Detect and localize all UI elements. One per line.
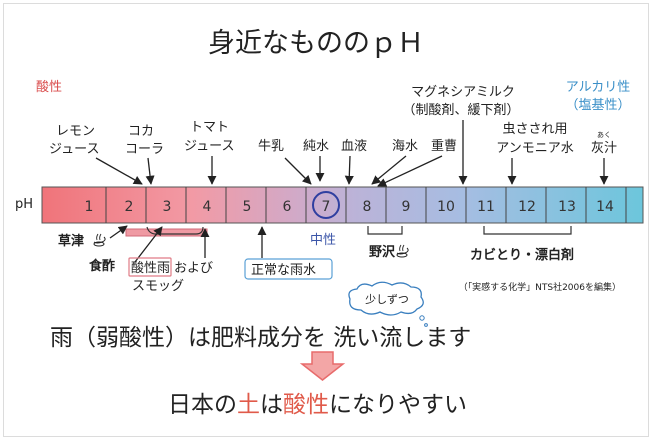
- scale-number: 7: [322, 199, 331, 215]
- arrow-lemon: [95, 157, 143, 185]
- scale-number: 10: [437, 199, 455, 215]
- scale-number: 11: [477, 199, 495, 215]
- arrow-blood: [344, 155, 354, 185]
- item-cola-label-2: コーラ: [125, 142, 164, 157]
- item-pure-water-label: 純水: [303, 139, 329, 154]
- arrow-kusatsu: [109, 225, 128, 239]
- alkaline-sub-label: （塩基性）: [565, 98, 630, 113]
- scale-ticks: [105, 187, 627, 223]
- item-tomato-label-2: ジュース: [184, 139, 234, 154]
- mold-remover-bracket: [483, 226, 572, 235]
- slide-frame: [3, 3, 649, 437]
- item-tomato-label-1: トマト: [190, 120, 229, 135]
- acid-rain-range-bar: [125, 228, 208, 237]
- arrow-vinegar: [134, 226, 163, 263]
- scale-number: 14: [596, 199, 614, 215]
- nozawa-bracket: [367, 226, 403, 235]
- page-title: 身近なもののｐＨ: [208, 28, 424, 59]
- scale-number: 12: [518, 199, 536, 215]
- item-blood-label: 血液: [341, 139, 367, 154]
- ph-scale-bar: [41, 186, 644, 224]
- cloud-text: 少しずつ: [365, 293, 409, 306]
- scale-number: 8: [363, 199, 372, 215]
- scale-number: 2: [125, 199, 134, 215]
- neutral-circle: [312, 191, 340, 219]
- item-baking-soda-label: 重曹: [431, 138, 457, 154]
- scale-number: 5: [243, 199, 252, 215]
- down-arrow-icon: [299, 351, 346, 381]
- item-ammonia-label-1: 虫さされ用: [502, 122, 567, 137]
- upper-arrows: [95, 120, 609, 187]
- statement-soil-highlight-soil: 土: [237, 392, 260, 418]
- scale-number: 1: [85, 199, 94, 215]
- item-magnesia-label-2: （制酸剤、緩下剤）: [402, 102, 519, 118]
- normal-rain-label-box: [244, 258, 333, 280]
- scale-number: 9: [402, 199, 411, 215]
- scale-number: 3: [163, 199, 172, 215]
- item-vinegar-label: 食酢: [89, 258, 115, 274]
- arrow-cola: [145, 157, 155, 185]
- source-note: （「実感する化学」NTS社2006を編集）: [459, 281, 621, 293]
- item-lemon-label-2: ジュース: [49, 142, 99, 157]
- scale-number: 13: [558, 199, 576, 215]
- item-lye-ruby: あく: [597, 131, 611, 139]
- cloud-tail-small: [424, 323, 428, 327]
- scale-number: 6: [283, 199, 292, 215]
- item-magnesia-label-1: マグネシアミルク: [411, 85, 515, 100]
- arrow-seawater: [371, 155, 407, 185]
- neutral-label: 中性: [310, 233, 336, 248]
- item-cola-label-1: コカ: [128, 124, 154, 139]
- item-lye-label: 灰汁: [591, 141, 617, 156]
- statement-soil-highlight-acidic: 酸性: [283, 392, 329, 418]
- item-acid-rain-label-rest: および: [174, 261, 213, 276]
- item-kusatsu-label: 草津: [58, 233, 84, 249]
- item-lemon-label-1: レモン: [56, 124, 95, 139]
- scale-number: 4: [203, 199, 212, 215]
- item-ammonia-label-2: アンモニア水: [496, 141, 573, 156]
- item-acid-rain-label: 酸性雨: [131, 261, 170, 276]
- acidic-label: 酸性: [36, 80, 62, 95]
- item-normal-rain-label: 正常な雨水: [251, 263, 316, 278]
- statement-soil: 日本の土は酸性になりやすい: [168, 392, 467, 418]
- item-smog-label: スモッグ: [132, 279, 184, 294]
- ph-axis-label: pH: [15, 197, 33, 212]
- item-milk-label: 牛乳: [258, 139, 284, 154]
- item-nozawa-label: 野沢: [369, 244, 396, 260]
- arrow-milk: [284, 157, 312, 185]
- onsen-icon: [93, 233, 106, 247]
- statement-rain: 雨（弱酸性）は肥料成分を 洗い流します: [50, 325, 471, 351]
- alkaline-label: アルカリ性: [566, 80, 630, 95]
- statement-soil-part: 日本の: [168, 392, 237, 418]
- onsen-icon: [396, 244, 409, 258]
- cloud-shape: [348, 281, 424, 316]
- item-seawater-label: 海水: [392, 139, 418, 154]
- scale-numbers: 1 2 3 4 5 6 7 8 9 10 11 12 13 14: [85, 199, 614, 215]
- statement-soil-part: は: [260, 392, 283, 418]
- acid-rain-label-box: [128, 257, 172, 277]
- statement-soil-part: になりやすい: [329, 392, 467, 418]
- item-mold-remover-label: カビとり・漂白剤: [470, 247, 574, 263]
- arrow-baking-soda: [377, 155, 443, 187]
- cloud-tail-large: [419, 315, 425, 321]
